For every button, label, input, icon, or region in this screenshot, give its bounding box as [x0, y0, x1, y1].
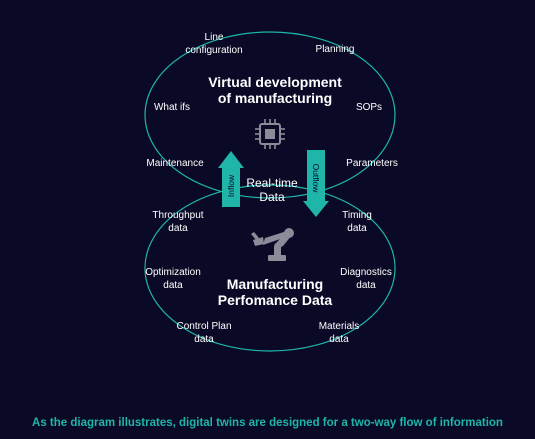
manufacturing-performance-title-line1: Manufacturing — [226, 276, 324, 292]
diagnostics-line2: data — [356, 280, 376, 291]
throughput-line2: data — [168, 223, 188, 234]
manufacturing-performance-title-line2: Perfomance Data — [217, 292, 333, 308]
real-time-data-label: Real-time Data — [246, 176, 297, 204]
processor-chip-icon — [255, 119, 285, 149]
sops-label: SOPs — [356, 101, 382, 114]
materials-line2: data — [329, 334, 349, 345]
line-configuration-label: Line configuration — [185, 31, 242, 57]
what-ifs-text: What ifs — [153, 102, 191, 113]
virtual-development-title: Virtual development of manufacturing — [208, 74, 342, 106]
outflow-arrow — [303, 150, 329, 217]
planning-text: Planning — [315, 44, 355, 55]
performance-data-ring — [144, 184, 396, 352]
timing-line2: data — [347, 223, 367, 234]
virtual-development-title-line1: Virtual development — [208, 74, 342, 90]
parameters-label: Parameters — [346, 157, 398, 170]
throughput-line1: Throughput — [152, 210, 204, 221]
parameters-text: Parameters — [346, 158, 398, 169]
materials-data-label: Materials data — [319, 320, 360, 346]
maintenance-text: Maintenance — [146, 158, 204, 169]
diagnostics-line1: Diagnostics — [340, 267, 392, 278]
virtual-development-title-line2: of manufacturing — [217, 90, 333, 106]
line-configuration-line2: configuration — [185, 45, 243, 56]
planning-label: Planning — [316, 43, 355, 56]
optimization-data-label: Optimization data — [145, 266, 201, 292]
maintenance-label: Maintenance — [146, 157, 203, 170]
outflow-label: Outflow — [311, 164, 321, 194]
what-ifs-label: What ifs — [154, 101, 190, 114]
control-plan-line2: data — [194, 334, 214, 345]
data-text: Data — [259, 190, 285, 204]
line-configuration-line1: Line — [204, 32, 224, 43]
throughput-data-label: Throughput data — [152, 209, 203, 235]
control-plan-data-label: Control Plan data — [176, 320, 231, 346]
diagnostics-data-label: Diagnostics data — [340, 266, 392, 292]
virtual-development-ring — [144, 31, 396, 199]
materials-line1: Materials — [318, 321, 360, 332]
diagram-caption: As the diagram illustrates, digital twin… — [32, 417, 503, 429]
inflow-arrow — [218, 151, 244, 207]
optimization-line2: data — [163, 280, 183, 291]
timing-data-label: Timing data — [342, 209, 372, 235]
robot-arm-icon — [251, 228, 294, 261]
real-time-text: Real-time — [246, 176, 298, 190]
control-plan-line1: Control Plan — [176, 321, 232, 332]
timing-line1: Timing — [342, 210, 372, 221]
manufacturing-performance-title: Manufacturing Perfomance Data — [218, 276, 332, 308]
optimization-line1: Optimization — [145, 267, 201, 278]
inflow-label: Inflow — [226, 174, 236, 197]
sops-text: SOPs — [355, 102, 383, 113]
